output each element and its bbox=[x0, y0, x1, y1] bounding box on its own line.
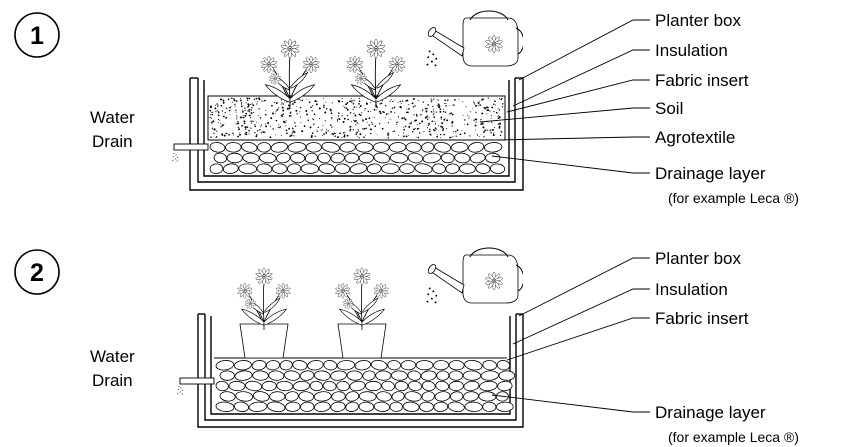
panel-1-drain-label: Drain bbox=[92, 132, 133, 151]
panel-1-soil-layer bbox=[207, 95, 506, 141]
panel-2-drain-pipe bbox=[177, 377, 215, 395]
panel-2-drain-label: Drain bbox=[92, 371, 133, 390]
panel-1-soil-texture bbox=[209, 97, 504, 139]
panel-1-label-planter-box: Planter box bbox=[655, 11, 741, 30]
panel-1-water-drops bbox=[426, 50, 438, 67]
panel-2-pot-right bbox=[337, 323, 387, 359]
panel-2-leaders bbox=[491, 257, 650, 413]
panel-1-label-insulation: Insulation bbox=[655, 41, 728, 60]
panel-2-water-drops bbox=[426, 287, 438, 304]
panel-1-number: 1 bbox=[30, 22, 44, 50]
panel-1-footnote: (for example Leca ®) bbox=[668, 190, 799, 206]
panel-1: 1 Water Drain bbox=[14, 11, 799, 206]
panel-1-badge bbox=[14, 12, 60, 58]
panel-2-pot-left bbox=[239, 323, 289, 359]
panel-2: 2 Water Drain Planter box Ins bbox=[14, 248, 799, 445]
panel-1-watering-can-icon bbox=[427, 11, 524, 66]
panel-1-leaders bbox=[479, 19, 650, 174]
panel-2-label-drainage-layer: Drainage layer bbox=[655, 403, 766, 422]
panel-1-planter-box bbox=[189, 77, 524, 191]
panel-1-label-agrotextile: Agrotextile bbox=[655, 128, 735, 147]
panel-2-drainage-layer bbox=[215, 359, 516, 413]
panel-2-label-planter-box: Planter box bbox=[655, 249, 741, 268]
panel-2-footnote: (for example Leca ®) bbox=[668, 429, 799, 445]
panel-2-watering-can-icon bbox=[427, 248, 524, 303]
panel-1-label-drainage-layer: Drainage layer bbox=[655, 164, 766, 183]
panel-1-water-label: Water bbox=[90, 108, 135, 127]
panel-2-badge bbox=[14, 249, 60, 295]
panel-1-label-fabric-insert: Fabric insert bbox=[655, 71, 749, 90]
panel-1-drainage-layer bbox=[209, 141, 506, 175]
panel-2-plant-right bbox=[335, 268, 389, 330]
panel-2-number: 2 bbox=[30, 259, 44, 287]
panel-1-label-soil: Soil bbox=[655, 99, 683, 118]
panel-2-water-label: Water bbox=[90, 347, 135, 366]
panel-2-label-insulation: Insulation bbox=[655, 280, 728, 299]
panel-2-plant-left bbox=[237, 268, 291, 330]
panel-2-label-fabric-insert: Fabric insert bbox=[655, 309, 749, 328]
panel-1-drain-pipe bbox=[172, 143, 209, 162]
